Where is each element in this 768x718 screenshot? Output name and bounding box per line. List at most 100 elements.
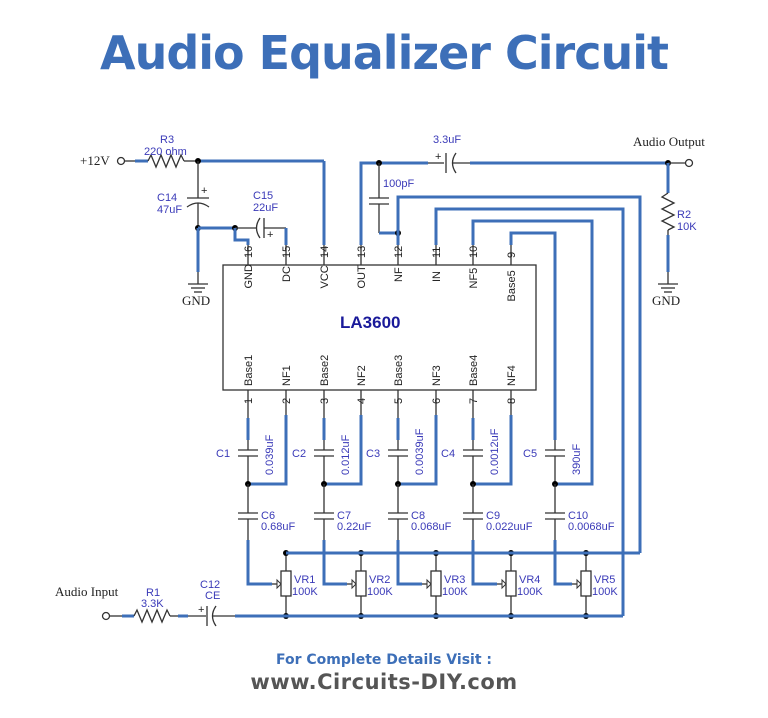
c15-value: 22uF <box>253 202 278 214</box>
pot-value: 100K <box>442 586 468 598</box>
wiper-arrow-icon <box>351 578 357 590</box>
pin-name: IN <box>431 271 443 282</box>
c100p-value: 100pF <box>383 178 414 190</box>
cout-value: 3.3uF <box>433 134 461 146</box>
pin-name: NF5 <box>468 268 480 289</box>
pin-number: 1 <box>243 398 255 404</box>
supply-terminal <box>116 156 126 166</box>
r1-value: 3.3K <box>141 598 164 610</box>
pot-value: 100K <box>292 586 318 598</box>
audio-input-label: Audio Input <box>55 584 119 599</box>
r2-value: 10K <box>677 221 697 233</box>
cap-value: 0.022uuF <box>486 521 533 533</box>
pot-value: 100K <box>592 586 618 598</box>
pin-number: 4 <box>356 398 368 404</box>
wiper-arrow-icon <box>576 578 582 590</box>
pin-number: 11 <box>431 247 443 258</box>
ic-body <box>222 264 537 391</box>
footer-url[interactable]: www.Circuits-DIY.com <box>250 670 518 694</box>
pin-name: NF1 <box>281 365 293 386</box>
audio-output-terminal <box>684 158 694 168</box>
pin-name: NF <box>393 267 405 282</box>
svg-text:+: + <box>267 229 273 241</box>
pot-value: 100K <box>517 586 543 598</box>
cap-value: 390uF <box>571 444 583 475</box>
r2-ref: R2 <box>677 209 691 221</box>
pot-ref: VR4 <box>519 574 540 586</box>
pin-number: 9 <box>506 252 518 258</box>
cap-ref: C9 <box>486 510 500 522</box>
pin-name: OUT <box>356 265 368 289</box>
r1-ref: R1 <box>146 587 160 599</box>
pin-number: 16 <box>243 246 255 258</box>
pot-ref: VR5 <box>594 574 615 586</box>
pin-number: 15 <box>281 246 293 258</box>
pin-number: 3 <box>319 398 331 404</box>
cap-value: 0.0068uF <box>568 521 615 533</box>
pin-name: NF2 <box>356 365 368 386</box>
cap-value: 0.0039uF <box>414 428 426 475</box>
audio-output-label: Audio Output <box>633 134 705 149</box>
cap-value: 0.068uF <box>411 521 452 533</box>
supply-label: +12V <box>80 153 110 168</box>
pin-name: Base1 <box>243 355 255 386</box>
input-section: Audio Input R1 3.3K + C12 CE <box>55 551 640 627</box>
pin-name: Base2 <box>319 355 331 386</box>
routing-wires <box>396 195 642 616</box>
ground-icon <box>188 283 208 293</box>
ic-la3600: LA3600 16GND15DC14VCC13OUT12NF11IN10NF59… <box>222 245 537 405</box>
r3-resistor-symbol <box>147 153 185 169</box>
c12-ref: C12 <box>200 579 220 591</box>
cap-ref: C7 <box>337 510 351 522</box>
ic-pin-1: Base1 1 <box>243 355 255 405</box>
cap-ref: C6 <box>261 510 275 522</box>
svg-text:+: + <box>201 185 207 197</box>
pin-name: VCC <box>319 265 331 288</box>
pin-name: Base4 <box>468 355 480 386</box>
pin-number: 14 <box>319 246 331 258</box>
c14-ref: C14 <box>157 192 177 204</box>
r3-value: 220 ohm <box>144 146 187 158</box>
pin-name: Base3 <box>393 355 405 386</box>
cap-value: 0.68uF <box>261 521 296 533</box>
ic-pin-3: Base2 3 <box>319 355 331 405</box>
cap-value: 0.039uF <box>264 434 276 475</box>
footer-visit-text: For Complete Details Visit : <box>276 652 492 668</box>
ic-pin-4: NF2 4 <box>356 365 368 405</box>
svg-text:+: + <box>198 604 204 616</box>
r3-ref: R3 <box>160 134 174 146</box>
wiper-arrow-icon <box>426 578 432 590</box>
cap-ref: C1 <box>216 448 230 460</box>
pin-number: 2 <box>281 398 293 404</box>
pin-number: 8 <box>506 398 518 404</box>
svg-text:+: + <box>435 151 441 163</box>
ic-name: LA3600 <box>340 313 400 332</box>
gnd-label-left: GND <box>182 293 210 308</box>
c14-value: 47uF <box>157 204 182 216</box>
cap-value: 0.012uF <box>340 434 352 475</box>
pot-ref: VR2 <box>369 574 390 586</box>
pin-number: 13 <box>356 246 368 258</box>
ground-icon <box>658 283 678 293</box>
cap-ref: C4 <box>441 448 455 460</box>
c15-ref: C15 <box>253 190 273 202</box>
